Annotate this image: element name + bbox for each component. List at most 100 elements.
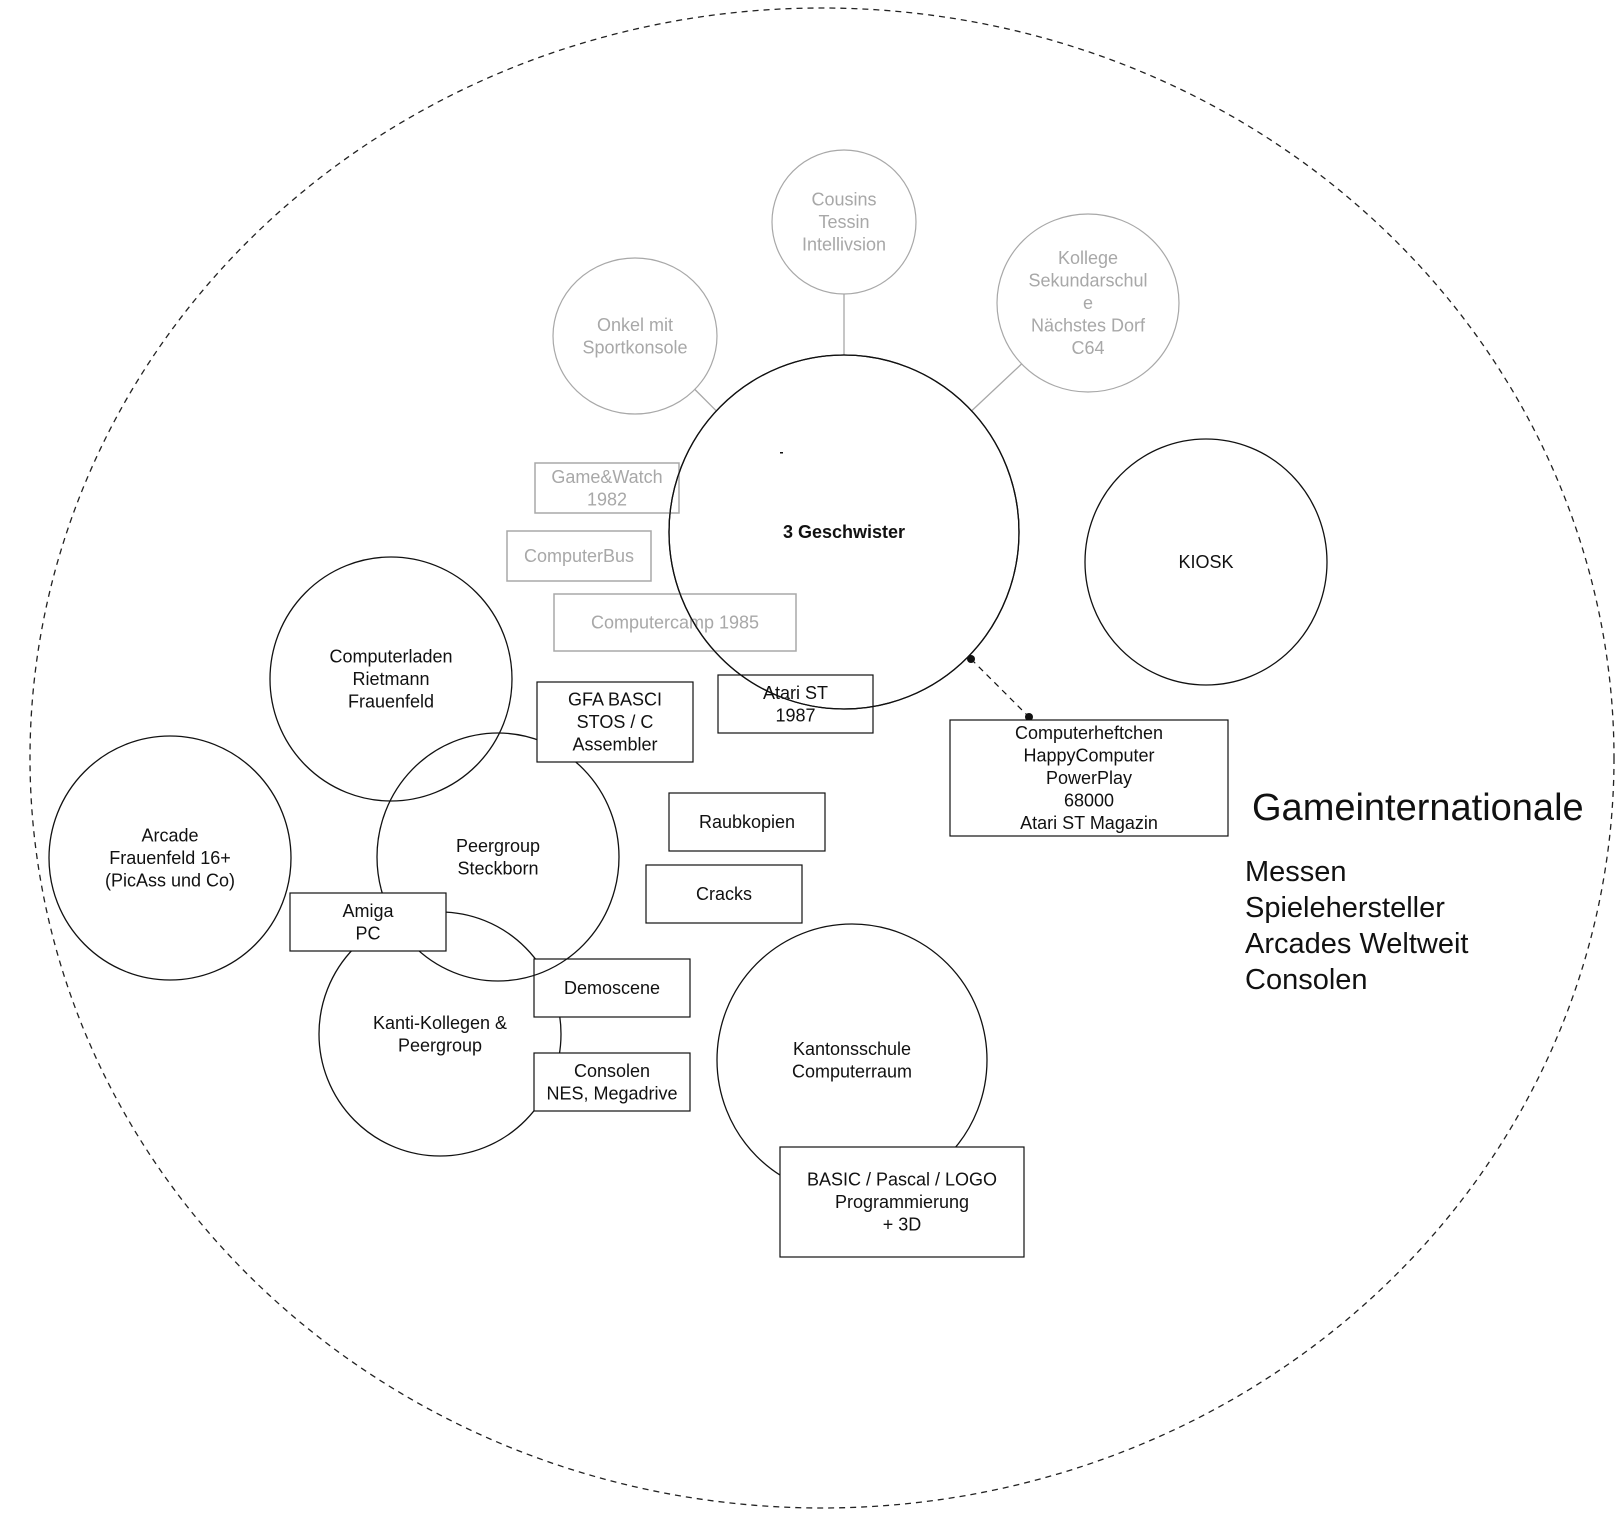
circle-label: Computerraum — [792, 1061, 912, 1081]
circle-shape — [1084, 438, 1328, 686]
box-label: PC — [355, 923, 380, 943]
box-shape — [717, 674, 874, 734]
box-label: Computerheftchen — [1015, 723, 1163, 743]
box-label: Amiga — [342, 901, 394, 921]
connector-geschwister-heftchen — [970, 658, 1030, 718]
box-node-raubkopien: Raubkopien — [668, 792, 826, 852]
circle-label: Kollege — [1058, 248, 1118, 268]
box-label: ComputerBus — [524, 546, 634, 566]
circle-label: Rietmann — [352, 669, 429, 689]
outer-item: Spielehersteller — [1245, 892, 1445, 924]
circle-label: Sekundarschul — [1028, 271, 1147, 291]
box-label: Computercamp 1985 — [591, 613, 759, 633]
box-shape — [289, 892, 447, 952]
box-label: Assembler — [572, 735, 657, 755]
circle-shape — [771, 149, 917, 295]
box-shape — [645, 864, 803, 924]
box-label: 1987 — [775, 705, 815, 725]
circle-shape — [376, 732, 620, 982]
circle-label: e — [1083, 293, 1093, 313]
box-label: STOS / C — [577, 712, 654, 732]
box-label: Raubkopien — [699, 812, 795, 832]
circle-label: Nächstes Dorf — [1031, 316, 1146, 336]
box-label: + 3D — [883, 1215, 922, 1235]
circle-label: Intellivsion — [802, 235, 886, 255]
circle-node-kanti-kollegen: Kanti-Kollegen &Peergroup — [318, 911, 562, 1157]
box-shape — [533, 1052, 691, 1112]
circle-label: KIOSK — [1178, 552, 1233, 572]
circle-label: 3 Geschwister — [783, 522, 905, 542]
circle-label: Peergroup — [398, 1035, 482, 1055]
box-label: Game&Watch — [551, 467, 662, 487]
connector-onkel-geschwister — [694, 388, 717, 412]
outer-boundary-ellipse — [29, 7, 1615, 1509]
box-shape — [553, 593, 797, 652]
box-label: NES, Megadrive — [546, 1083, 677, 1103]
circle-overlay-outline — [668, 354, 1020, 710]
circle-shape — [269, 556, 513, 802]
box-label: Programmierung — [835, 1192, 969, 1212]
circle-node-geschwister: 3 Geschwister — [668, 354, 1020, 710]
box-node-computerbus: ComputerBus — [506, 530, 652, 582]
circle-label: Steckborn — [457, 858, 538, 878]
box-shape — [533, 958, 691, 1018]
box-label: 1982 — [587, 489, 627, 509]
box-label: HappyComputer — [1023, 746, 1154, 766]
box-label: Atari ST Magazin — [1020, 813, 1158, 833]
box-label: PowerPlay — [1046, 768, 1132, 788]
circle-label: Computerladen — [329, 647, 452, 667]
box-label: BASIC / Pascal / LOGO — [807, 1170, 997, 1190]
circle-label: Frauenfeld — [348, 692, 434, 712]
box-label: Cracks — [696, 884, 752, 904]
box-label: GFA BASCI — [568, 690, 662, 710]
circle-label: Peergroup — [456, 836, 540, 856]
stray-mark — [780, 452, 783, 454]
outer-item: Messen — [1245, 856, 1347, 888]
box-label: Atari ST — [763, 683, 828, 703]
connector-kollege-geschwister — [971, 363, 1023, 412]
circle-shape — [48, 735, 292, 981]
connector-endpoint-dot — [967, 655, 975, 663]
box-shape — [949, 719, 1229, 837]
outer-item: Consolen — [1245, 964, 1368, 996]
box-shape — [536, 681, 694, 763]
box-label: Consolen — [574, 1061, 650, 1081]
circle-node-kiosk: KIOSK — [1084, 438, 1328, 686]
box-node-heftchen: ComputerheftchenHappyComputerPowerPlay68… — [949, 719, 1229, 837]
circle-label: Tessin — [818, 212, 869, 232]
box-shape — [779, 1146, 1025, 1258]
box-node-demoscene: Demoscene — [533, 958, 691, 1018]
circle-label: Onkel mit — [597, 315, 673, 335]
outer-item: Arcades Weltweit — [1245, 928, 1469, 960]
circle-label: Frauenfeld 16+ — [109, 848, 231, 868]
circle-label: (PicAss und Co) — [105, 871, 235, 891]
connector-endpoint-dot — [1025, 713, 1033, 721]
circle-label: Cousins — [811, 190, 876, 210]
box-node-computercamp: Computercamp 1985 — [553, 593, 797, 652]
box-label: Demoscene — [564, 978, 660, 998]
box-shape — [534, 462, 680, 514]
circle-shape — [552, 257, 718, 415]
box-shape — [668, 792, 826, 852]
circle-label: Arcade — [141, 826, 198, 846]
box-node-cracks: Cracks — [645, 864, 803, 924]
circle-shape — [996, 213, 1180, 393]
circle-label: Kantonsschule — [793, 1039, 911, 1059]
outer-title: Gameinternationale — [1252, 787, 1584, 829]
circle-label: Sportkonsole — [582, 337, 687, 357]
circle-label: Kanti-Kollegen & — [373, 1013, 507, 1033]
circle-label: C64 — [1071, 338, 1104, 358]
